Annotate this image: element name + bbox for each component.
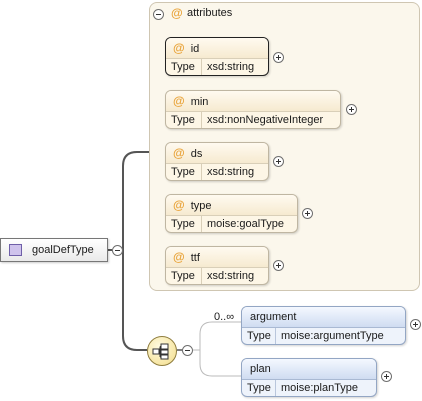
attribute-box-ds[interactable]: @ ds Type xsd:string (165, 142, 269, 181)
attribute-name: id (190, 43, 200, 55)
collapse-sequence-button[interactable] (182, 345, 193, 356)
attribute-box-id[interactable]: @ id Type xsd:string (165, 37, 269, 76)
attribute-header: @ type (166, 195, 297, 216)
element-name: plan (250, 363, 271, 375)
type-value: moise:planType (281, 382, 359, 394)
expand-attribute-type-button[interactable] (302, 208, 313, 219)
element-name: argument (250, 311, 297, 323)
attribute-name: ds (190, 148, 203, 160)
element-header: plan (242, 359, 376, 380)
expand-attribute-min-button[interactable] (346, 104, 357, 115)
expand-attribute-ttf-button[interactable] (273, 260, 284, 271)
expand-attribute-ds-button[interactable] (273, 156, 284, 167)
sequence-compositor[interactable] (147, 336, 177, 366)
type-value: moise:goalType (207, 218, 285, 230)
attribute-box-min[interactable]: @ min Type xsd:nonNegativeInteger (165, 90, 341, 129)
attribute-header: @ ds (166, 143, 268, 164)
type-value: xsd:string (207, 61, 255, 73)
type-key: Type (166, 164, 202, 180)
expand-attribute-id-button[interactable] (273, 52, 284, 63)
sequence-icon (152, 343, 169, 360)
attribute-name: ttf (190, 252, 200, 264)
attribute-name: min (190, 96, 209, 108)
type-key: Type (166, 216, 202, 232)
attribute-name: type (190, 200, 212, 212)
attribute-header: @ min (166, 91, 340, 112)
type-value: xsd:string (207, 166, 255, 178)
expand-element-argument-button[interactable] (410, 319, 421, 330)
type-value: xsd:nonNegativeInteger (207, 114, 324, 126)
attribute-icon: @ (171, 6, 183, 20)
type-key: Type (242, 328, 276, 344)
collapse-attributes-button[interactable] (153, 9, 164, 20)
type-key: Type (166, 112, 202, 128)
attribute-icon: @ (173, 41, 185, 55)
type-key: Type (242, 380, 276, 396)
root-type-label: goalDefType (32, 244, 94, 256)
root-type-box[interactable]: goalDefType (0, 238, 108, 262)
element-box-argument[interactable]: argument Type moise:argumentType (241, 306, 406, 345)
type-key: Type (166, 268, 202, 284)
attribute-icon: @ (173, 198, 185, 212)
attributes-label: attributes (187, 7, 233, 19)
attribute-icon: @ (173, 94, 185, 108)
attribute-icon: @ (173, 250, 185, 264)
attribute-icon: @ (173, 146, 185, 160)
type-key: Type (166, 59, 202, 75)
attribute-box-ttf[interactable]: @ ttf Type xsd:string (165, 246, 269, 285)
type-value: xsd:string (207, 270, 255, 282)
attribute-header: @ id (166, 38, 268, 59)
attribute-box-type[interactable]: @ type Type moise:goalType (165, 194, 298, 233)
attribute-header: @ ttf (166, 247, 268, 268)
type-value: moise:argumentType (281, 330, 384, 342)
complex-type-icon (9, 244, 22, 256)
collapse-root-button[interactable] (112, 245, 123, 256)
occurrence-label: 0..∞ (214, 311, 235, 323)
element-box-plan[interactable]: plan Type moise:planType (241, 358, 377, 397)
element-header: argument (242, 307, 405, 328)
expand-element-plan-button[interactable] (381, 371, 392, 382)
